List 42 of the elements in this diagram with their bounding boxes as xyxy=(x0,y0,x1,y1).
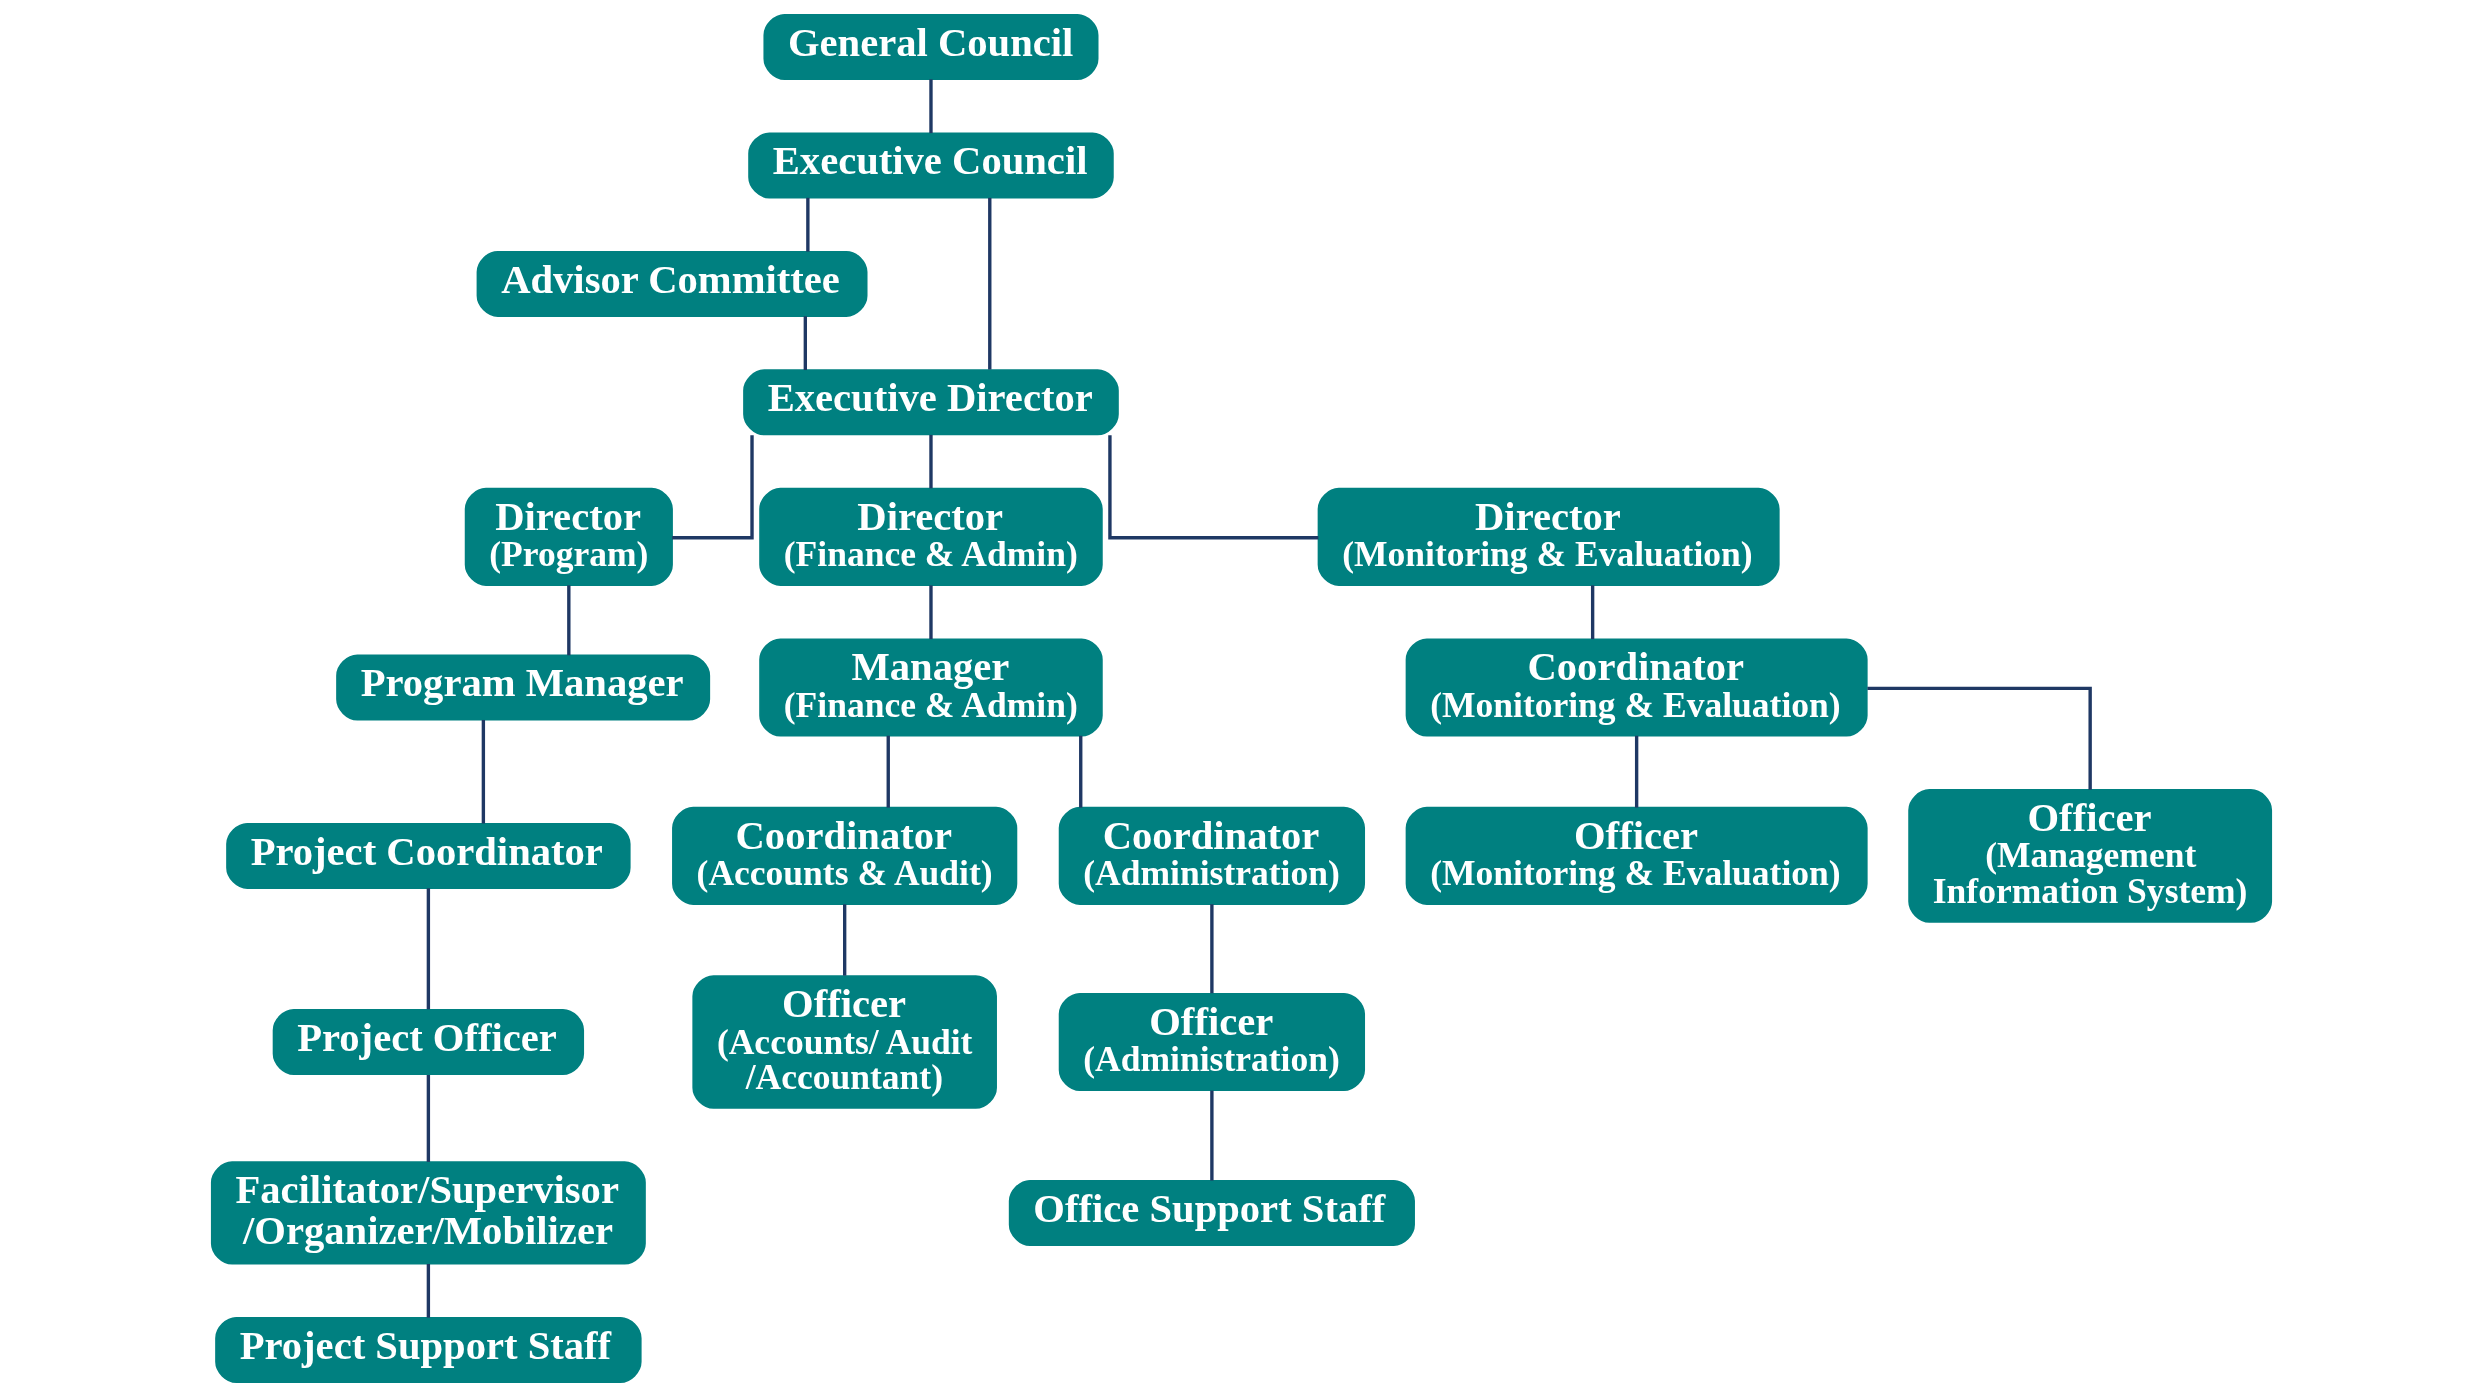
node-box: General Council xyxy=(763,14,1099,80)
connector xyxy=(929,585,933,640)
connector xyxy=(1108,435,1319,540)
node-box: Coordinator (Accounts & Audit) xyxy=(672,806,1018,905)
node-box: Manager (Finance & Admin) xyxy=(759,638,1103,737)
connector xyxy=(842,904,847,976)
connector xyxy=(806,197,810,252)
node-box: Officer (Administration) xyxy=(1058,992,1366,1092)
connector xyxy=(803,316,807,371)
node-box: Facilitator/Supervisor /Organizer/Mobilizer xyxy=(210,1161,646,1265)
connector xyxy=(426,1074,431,1162)
node-box: Project Coordinator xyxy=(226,822,631,889)
node-box: Officer (Monitoring & Evaluation) xyxy=(1405,806,1868,905)
node-box: Director (Finance & Admin) xyxy=(759,487,1103,586)
connector xyxy=(988,197,992,370)
connector xyxy=(886,735,890,808)
connector xyxy=(929,434,933,489)
connector xyxy=(1634,735,1639,808)
node-box: Officer (Accounts/ Audit /Accountant) xyxy=(692,975,997,1109)
node-box: Executive Director xyxy=(743,369,1119,436)
connector xyxy=(1079,735,1083,808)
node-box: Project Officer xyxy=(272,1009,585,1076)
connector xyxy=(929,79,933,134)
node-box: Director (Program) xyxy=(464,487,673,586)
node-box: Executive Council xyxy=(748,132,1114,199)
node-box: Director (Monitoring & Evaluation) xyxy=(1317,487,1780,586)
node-box: Coordinator (Monitoring & Evaluation) xyxy=(1405,638,1868,737)
connector xyxy=(481,719,486,824)
connector xyxy=(1210,1090,1214,1181)
connector xyxy=(1210,904,1214,994)
node-box: Program Manager xyxy=(336,654,711,721)
node-box: Project Support Staff xyxy=(215,1317,642,1383)
node-box: Officer (Management Information System) xyxy=(1908,789,2273,923)
connector xyxy=(1590,585,1595,640)
node-box: Office Support Staff xyxy=(1008,1179,1415,1246)
connector xyxy=(426,888,431,1010)
connector xyxy=(567,585,571,656)
node-box: Coordinator (Administration) xyxy=(1058,806,1366,905)
connector xyxy=(1867,686,2092,790)
connector xyxy=(426,1264,431,1318)
node-box: Advisor Committee xyxy=(476,250,868,317)
connector xyxy=(672,435,754,540)
